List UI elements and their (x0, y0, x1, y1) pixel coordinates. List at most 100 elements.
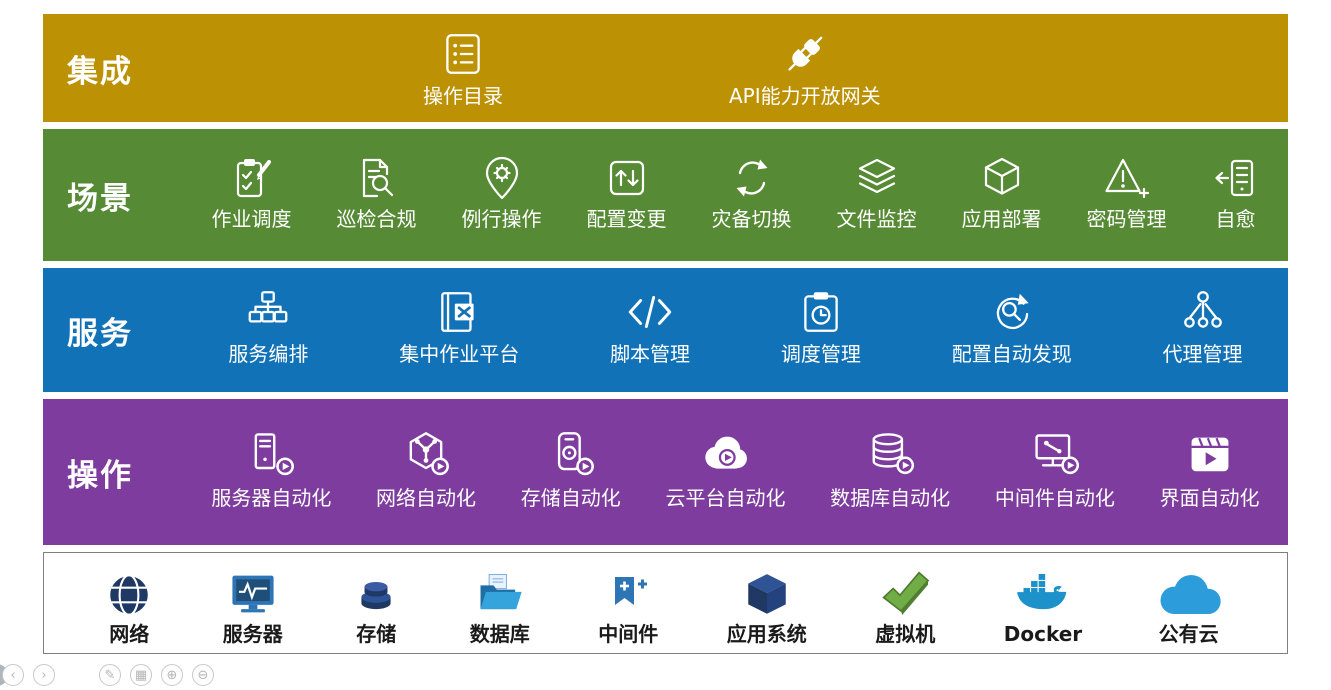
item-label: 灾备切换 (711, 207, 792, 231)
item-label: API能力开放网关 (729, 84, 881, 108)
scenario-items: 作业调度 巡检合规 (183, 146, 1288, 244)
bookmark-plus-icon (604, 562, 652, 620)
database-play-icon (864, 421, 916, 481)
docker-whale-icon (1014, 562, 1072, 620)
item-label: 调度管理 (780, 342, 861, 366)
api-gateway-icon (780, 29, 830, 79)
item-app-deploy: 应用部署 (962, 146, 1042, 244)
band-service: 服务 服务编排 (43, 268, 1288, 392)
clipboard-pencil-icon (228, 146, 276, 202)
item-label: 配置变更 (586, 207, 667, 231)
item-label: 服务编排 (228, 342, 309, 366)
item-label: 自愈 (1215, 207, 1256, 231)
item-database-automation: 数据库自动化 (830, 421, 950, 523)
item-label: 例行操作 (461, 207, 542, 231)
item-infra-database: 数据库 (470, 562, 530, 645)
edit-icon: ✎ (104, 667, 116, 683)
operation-items: 服务器自动化 (183, 421, 1288, 523)
server-arrow-icon (1212, 146, 1260, 202)
monitor-play-icon (1029, 421, 1081, 481)
band-scenario: 场景 作业调度 (43, 129, 1288, 261)
item-label: 服务器自动化 (211, 486, 332, 510)
video-play-icon (1184, 421, 1236, 481)
band-integration: 集成 操作目录 (43, 14, 1288, 122)
item-label: 中间件 (598, 621, 659, 646)
item-label: 公有云 (1158, 621, 1219, 646)
item-script-mgmt: 脚本管理 (610, 281, 690, 379)
item-password-mgmt: 密码管理 (1087, 146, 1167, 244)
pin-gear-icon (478, 146, 526, 202)
item-label: 中间件自动化 (994, 486, 1115, 510)
service-items: 服务编排 集中作业平台 (183, 281, 1288, 379)
grid-button[interactable]: ▦ (130, 664, 152, 686)
prev-button[interactable]: ‹ (2, 664, 24, 686)
item-label: 作业调度 (211, 207, 292, 231)
item-network-automation: 网络自动化 (376, 421, 476, 523)
code-icon (625, 281, 675, 337)
integration-items: 操作目录 API能力开放网关 (183, 29, 1288, 107)
item-infra-publiccloud: 公有云 (1151, 562, 1227, 645)
item-schedule-mgmt: 调度管理 (781, 281, 861, 379)
next-icon: › (41, 667, 47, 683)
cloud-play-icon (698, 421, 752, 481)
item-label: 密码管理 (1086, 207, 1167, 231)
item-job-scheduling: 作业调度 (212, 146, 292, 244)
orgchart-icon (243, 281, 293, 337)
item-infra-storage: 存储 (351, 562, 401, 645)
node-tree-icon (1178, 281, 1228, 337)
zoom-in-button[interactable]: ⊕ (161, 664, 183, 686)
item-routine-operation: 例行操作 (462, 146, 542, 244)
zoom-out-button[interactable]: ⊖ (192, 664, 214, 686)
item-label: 集中作业平台 (399, 342, 520, 366)
item-label: 存储自动化 (520, 486, 621, 510)
item-infra-network: 网络 (104, 562, 154, 645)
zoom-out-icon: ⊖ (197, 667, 209, 683)
grid-icon: ▦ (134, 667, 148, 683)
item-api-gateway: API能力开放网关 (729, 29, 881, 107)
band-scenario-label: 场景 (67, 180, 133, 217)
item-service-orchestration: 服务编排 (228, 281, 308, 379)
item-operation-catalog: 操作目录 (423, 29, 503, 107)
monitor-pulse-icon (227, 562, 279, 620)
viewer-controls: ‹ › ✎ ▦ ⊕ ⊖ (2, 664, 214, 686)
item-config-change: 配置变更 (587, 146, 667, 244)
band-integration-label: 集成 (67, 53, 133, 90)
item-infra-docker: Docker (1004, 562, 1082, 645)
document-search-icon (353, 146, 401, 202)
item-label: 云平台自动化 (665, 486, 786, 510)
item-label: 操作目录 (423, 84, 503, 108)
band-infrastructure: 网络 服务器 (43, 552, 1288, 654)
item-infra-vm: 虚拟机 (875, 562, 935, 645)
item-label: 应用系统 (726, 621, 807, 646)
item-inspection-compliance: 巡检合规 (337, 146, 417, 244)
item-dr-switch: 灾备切换 (712, 146, 792, 244)
folder-files-icon (474, 562, 526, 620)
item-server-automation: 服务器自动化 (211, 421, 331, 523)
operation-catalog-icon (438, 29, 488, 79)
edit-button[interactable]: ✎ (99, 664, 121, 686)
item-label: Docker (1003, 621, 1083, 646)
item-label: 网络 (109, 621, 150, 646)
item-ui-automation: 界面自动化 (1160, 421, 1260, 523)
item-middleware-automation: 中间件自动化 (995, 421, 1115, 523)
warning-plus-icon (1103, 146, 1151, 202)
band-operation-label: 操作 (67, 457, 133, 494)
globe-icon (104, 562, 154, 620)
refresh-arrows-icon (728, 146, 776, 202)
disk-play-icon (545, 421, 597, 481)
architecture-diagram: 集成 操作目录 (43, 14, 1288, 654)
item-infra-appsystem: 应用系统 (727, 562, 807, 645)
check-icon (878, 562, 932, 620)
next-button[interactable]: › (33, 664, 55, 686)
cube-outline-icon (978, 146, 1026, 202)
item-config-discovery: 配置自动发现 (952, 281, 1072, 379)
item-cloud-automation: 云平台自动化 (665, 421, 785, 523)
item-label: 配置自动发现 (951, 342, 1072, 366)
item-label: 服务器 (222, 621, 283, 646)
server-play-icon (245, 421, 297, 481)
item-agent-mgmt: 代理管理 (1163, 281, 1243, 379)
hexagon-play-icon (400, 421, 452, 481)
band-service-label: 服务 (67, 315, 133, 352)
item-file-monitor: 文件监控 (837, 146, 917, 244)
item-label: 应用部署 (961, 207, 1042, 231)
